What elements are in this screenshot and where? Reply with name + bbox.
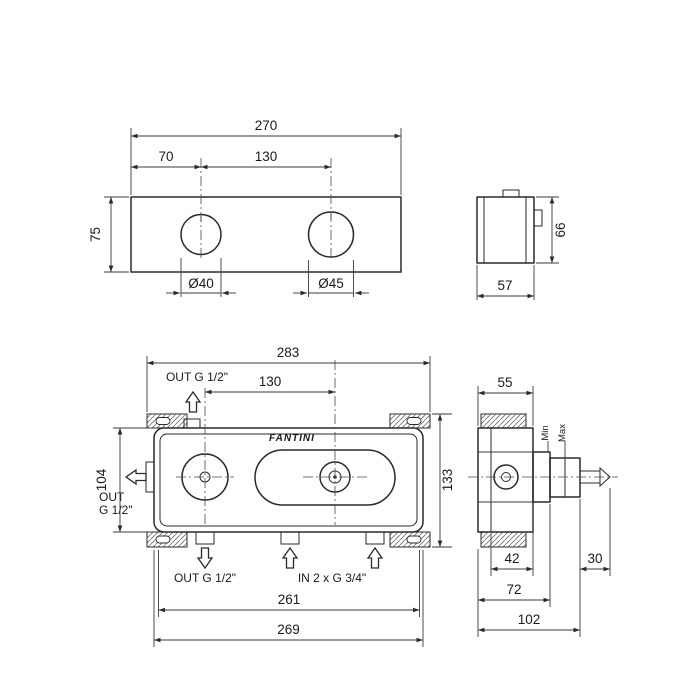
body-inner-wall: [159, 433, 418, 527]
min-label: Min: [540, 425, 551, 440]
out-bottom-label: OUT G 1/2": [174, 571, 236, 585]
body-side-view: Min Max 55 42 30: [468, 375, 618, 637]
dim-133-label: 133: [440, 469, 455, 492]
out-left-flow-arrow-icon: [125, 469, 147, 485]
dim-dia40: Ø40: [166, 258, 236, 297]
trim-plate-outline: [130, 196, 402, 273]
dim-270-label: 270: [255, 118, 278, 133]
dim-104: 104: [94, 427, 152, 533]
side-bottom-tab: [480, 531, 527, 548]
in-right-flow-arrow-icon: [367, 547, 383, 569]
trim-side-outline: [476, 196, 535, 264]
dim-57-label: 57: [497, 278, 512, 293]
body-front-view: FANTINI OUT G 1/2" OUT G 1/2" OUT G 1/2"…: [94, 345, 455, 647]
dim-133: 133: [432, 413, 455, 548]
dim-102-label: 102: [518, 612, 541, 627]
in-bottom-label: IN 2 x G 3/4": [298, 571, 366, 585]
trim-front-view: 270 70 130 75 Ø40: [88, 118, 402, 297]
dim-30-label: 30: [587, 551, 602, 566]
dim-57: 57: [476, 265, 535, 300]
brand-logo: FANTINI: [269, 433, 315, 444]
dim-269: 269: [153, 550, 424, 647]
mounting-tabs: [146, 413, 431, 548]
dim-66-label: 66: [553, 222, 568, 237]
top-outlet-stub: [183, 418, 201, 429]
dim-42: 42: [490, 504, 534, 576]
dim-130-label: 130: [255, 149, 278, 164]
dim-75-label: 75: [88, 227, 103, 242]
dim-269-label: 269: [277, 622, 300, 637]
dim-70-label: 70: [158, 149, 173, 164]
out-bottom-flow-arrow-icon: [197, 547, 213, 569]
dim-75: 75: [88, 196, 129, 273]
side-body-outline: [477, 427, 534, 533]
dim-dia45: Ø45: [293, 260, 369, 297]
dim-30: 30: [579, 488, 611, 576]
dim-283-label: 283: [277, 345, 300, 360]
out-left-label-line2: G 1/2": [99, 503, 133, 517]
in-left-flow-arrow-icon: [282, 547, 298, 569]
dim-270: 270: [130, 118, 402, 195]
trim-side-top-tab: [502, 189, 520, 198]
dim-130-body-label: 130: [259, 374, 282, 389]
dim-42-label: 42: [504, 551, 519, 566]
bottom-outlet-stub: [195, 531, 215, 545]
dim-130-body: 130: [205, 374, 335, 395]
dim-66: 66: [536, 196, 568, 264]
left-outlet-stub: [145, 461, 155, 493]
max-label: Max: [557, 424, 568, 442]
out-top-label: OUT G 1/2": [166, 370, 228, 384]
side-top-tab: [480, 413, 527, 429]
trim-side-view: 66 57: [476, 189, 568, 300]
dim-72: 72: [477, 504, 551, 607]
dim-102: 102: [477, 576, 581, 637]
dim-55-label: 55: [497, 375, 512, 390]
bottom-inlet-stub-left: [280, 531, 300, 545]
dim-55: 55: [477, 375, 534, 426]
out-top-flow-arrow-icon: [185, 391, 201, 413]
thermostatic-cartridge-housing: [254, 449, 396, 506]
dim-70-130: 70 130: [131, 149, 331, 170]
dim-283: 283: [146, 345, 431, 412]
dim-dia45-label: Ø45: [318, 276, 344, 291]
dim-261-label: 261: [278, 592, 301, 607]
min-max-labels: Min Max: [540, 424, 568, 458]
dim-261: 261: [158, 550, 420, 617]
trim-side-handle-stub: [533, 209, 543, 227]
bottom-inlet-stub-right: [365, 531, 385, 545]
dim-72-label: 72: [506, 582, 521, 597]
dim-dia40-label: Ø40: [188, 276, 214, 291]
dim-104-label: 104: [94, 468, 109, 491]
